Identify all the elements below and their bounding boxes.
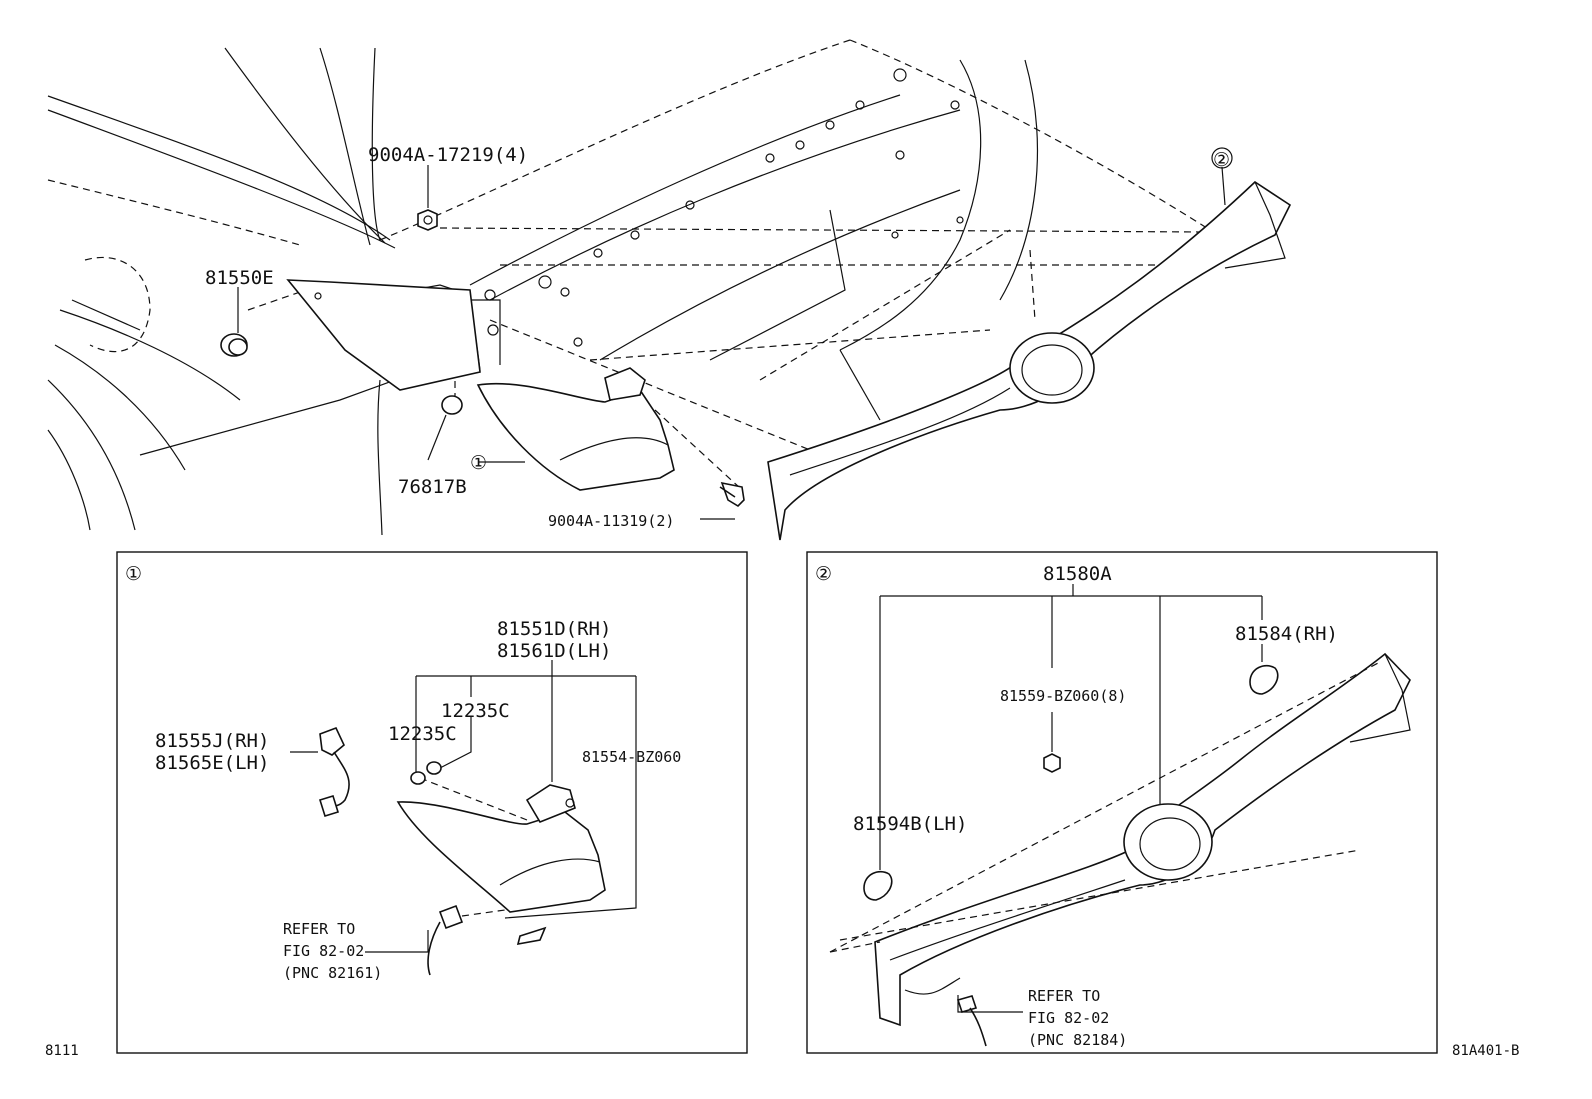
box2-marker: ② — [815, 563, 832, 585]
back-door-garnish — [767, 147, 1292, 541]
box2-refer-2: FIG 82-02 — [1028, 1009, 1109, 1027]
box1-refer-2: FIG 82-02 — [283, 942, 364, 960]
grommet-81550e-icon — [220, 287, 248, 357]
label-9004a-11319: 9004A-11319(2) — [548, 512, 674, 530]
box1-leader-lines — [290, 660, 637, 953]
screw-9004a-11319-icon — [700, 481, 745, 520]
label-9004a-17219: 9004A-17219(4) — [368, 144, 528, 166]
box2-connector-wire — [956, 995, 987, 1047]
footer-left-code: 8111 — [45, 1043, 79, 1059]
detail-box-1 — [116, 551, 748, 1054]
box1-bulb-connector — [427, 904, 506, 976]
label-81559-bz060: 81559-BZ060(8) — [1000, 687, 1126, 705]
label-81561d: 81561D(LH) — [497, 640, 611, 662]
label-81551d: 81551D(RH) — [497, 618, 611, 640]
box1-socket-wire — [318, 726, 350, 817]
label-81555j: 81555J(RH) — [155, 730, 269, 752]
label-81554-bz060: 81554-BZ060 — [582, 748, 681, 766]
tail-lamp-assembly — [476, 367, 675, 491]
vehicle-body-outline — [47, 39, 1211, 536]
label-81580a: 81580A — [1043, 563, 1112, 585]
side-lamp-bracket — [286, 279, 481, 391]
callout-1: ① — [470, 452, 487, 474]
box2-seals-and-clip — [863, 664, 1279, 901]
label-76817b: 76817B — [398, 476, 467, 498]
detail-box-2 — [806, 551, 1438, 1054]
box1-marker: ① — [125, 563, 142, 585]
label-81550e: 81550E — [205, 267, 274, 289]
label-12235c-b: 12235C — [388, 723, 457, 745]
callout-2: ② — [1213, 149, 1230, 171]
label-81594b: 81594B(LH) — [853, 813, 967, 835]
box2-garnish — [829, 652, 1411, 1027]
label-12235c-a: 12235C — [441, 700, 510, 722]
clip-76817b-icon — [427, 395, 463, 461]
label-81565e: 81565E(LH) — [155, 752, 269, 774]
box1-tail-lamp — [396, 777, 606, 946]
box1-refer-1: REFER TO — [283, 920, 355, 938]
box2-leader-lines — [879, 584, 1263, 1013]
box2-refer-3: (PNC 82184) — [1028, 1031, 1127, 1049]
label-81584: 81584(RH) — [1235, 623, 1338, 645]
box1-grommets — [410, 761, 442, 785]
box2-refer-1: REFER TO — [1028, 987, 1100, 1005]
nut-9004a-17219-icon — [417, 165, 438, 231]
box1-refer-3: (PNC 82161) — [283, 964, 382, 982]
footer-right-code: 81A401-B — [1452, 1043, 1519, 1059]
